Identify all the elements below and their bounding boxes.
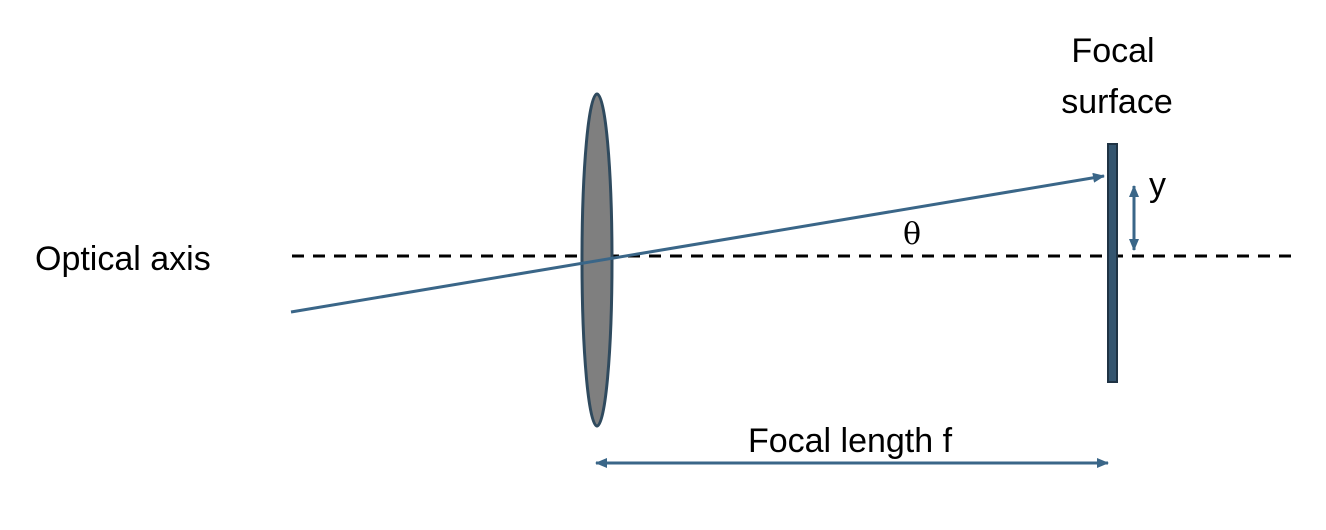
focal-surface-label-line2: surface bbox=[1061, 83, 1173, 121]
optical-axis-label: Optical axis bbox=[35, 240, 211, 278]
light-ray bbox=[290, 172, 1105, 314]
image-height-label: y bbox=[1149, 166, 1166, 204]
focal-surface-label-line1: Focal bbox=[1071, 32, 1154, 70]
focal-length-label: Focal length f bbox=[748, 422, 953, 460]
angle-theta-label: θ bbox=[903, 217, 921, 252]
focal-surface-plate bbox=[1107, 143, 1118, 383]
